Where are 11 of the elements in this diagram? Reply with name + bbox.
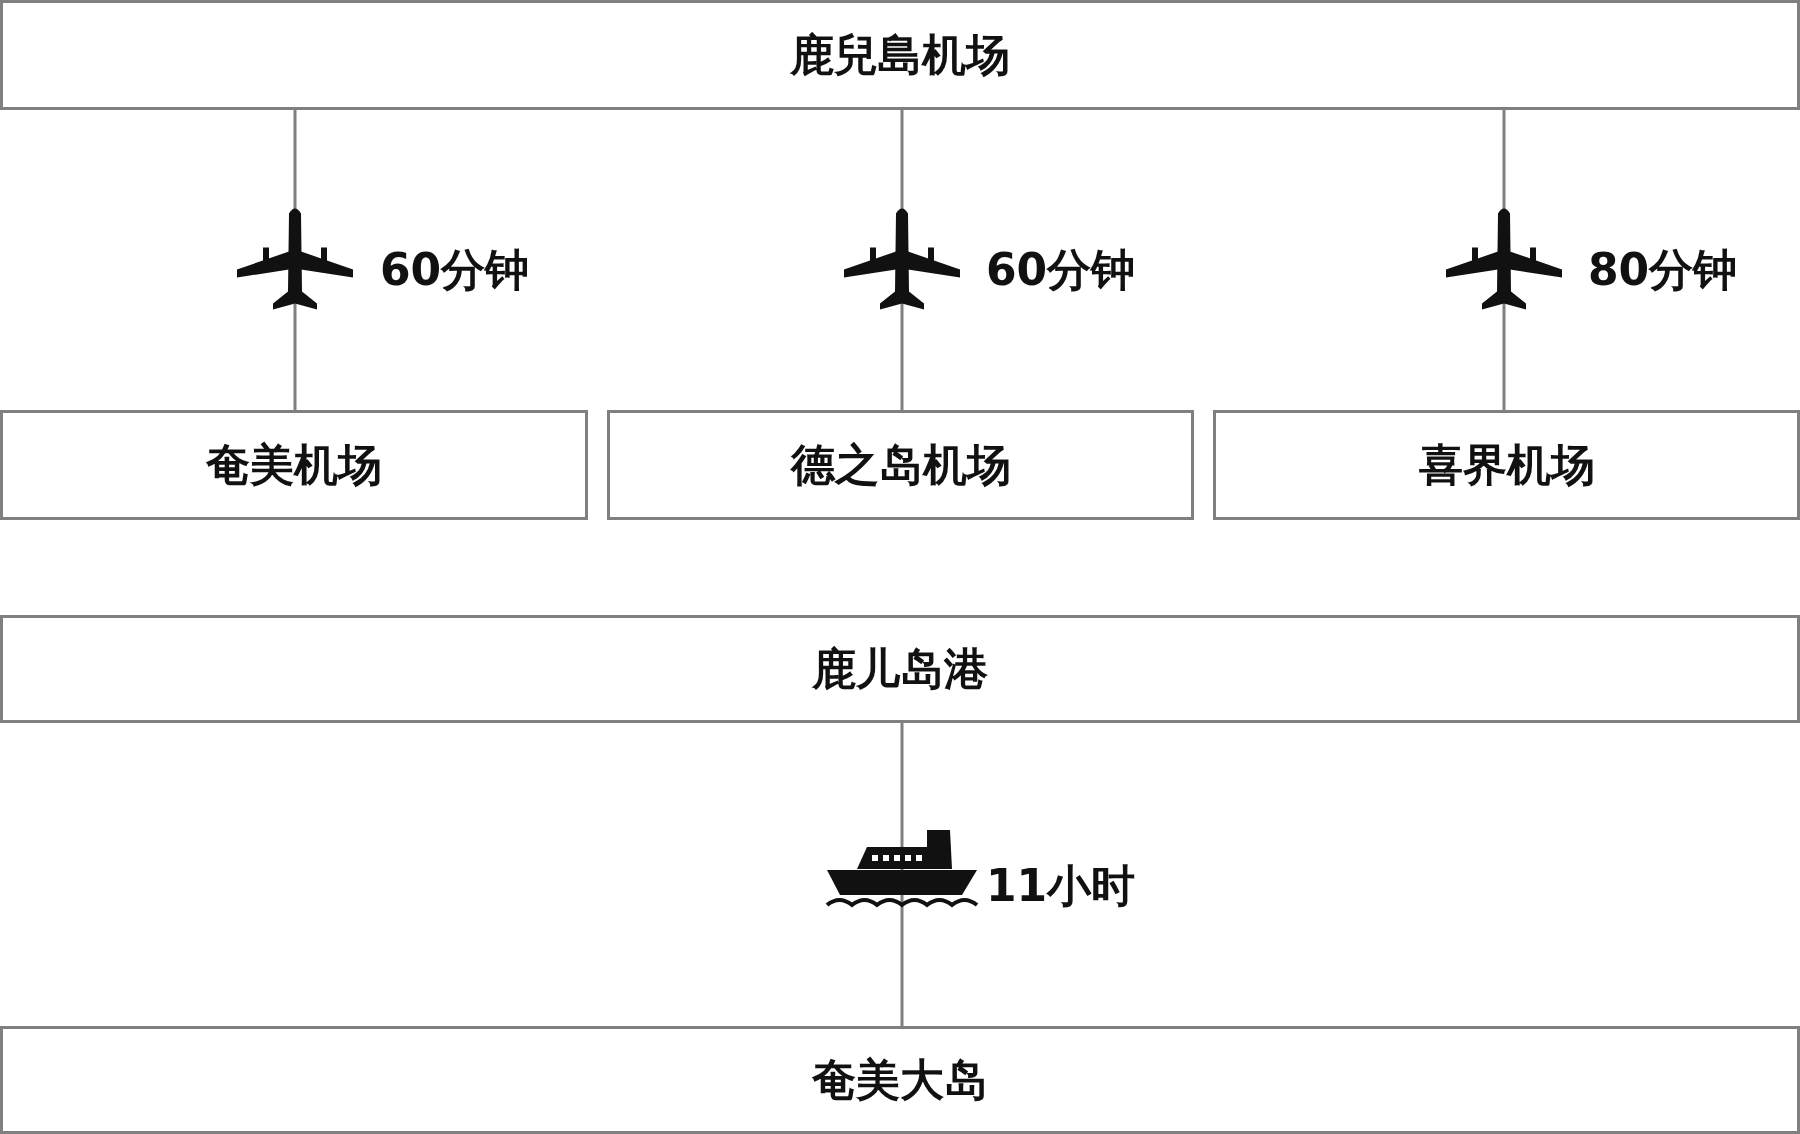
place-box: 奄美机场: [0, 410, 588, 520]
duration-label: 60分钟: [986, 248, 1136, 292]
place-box: 喜界机场: [1213, 410, 1800, 520]
place-box: 鹿儿岛港: [0, 615, 1800, 723]
place-box: 鹿兒島机场: [0, 0, 1800, 110]
duration-label: 80分钟: [1588, 248, 1738, 292]
place-box: 德之岛机场: [607, 410, 1194, 520]
place-box: 奄美大岛: [0, 1026, 1800, 1134]
duration-label: 60分钟: [380, 248, 530, 292]
connector-line: [900, 723, 904, 1026]
duration-label: 11小时: [986, 864, 1136, 908]
